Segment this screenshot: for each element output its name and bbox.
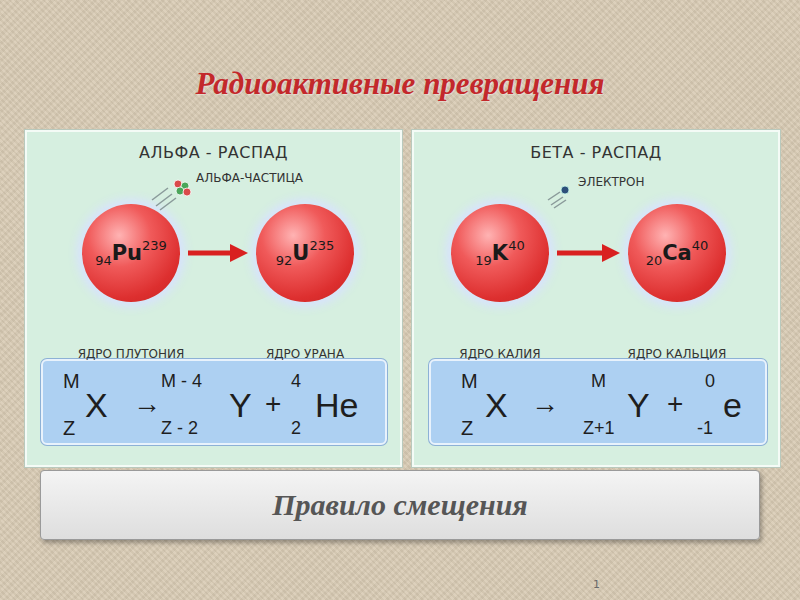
formula-part: Z bbox=[63, 418, 75, 438]
formula-part: e bbox=[723, 388, 742, 422]
mass-number: 235 bbox=[309, 238, 334, 253]
particle-label: ЭЛЕКТРОН bbox=[578, 175, 645, 189]
nucleus-circle: 20Ca40ЯДРО КАЛЬЦИЯ bbox=[628, 204, 726, 302]
formula-part: → bbox=[531, 390, 559, 418]
element-symbol: K bbox=[492, 241, 508, 265]
formula-part: → bbox=[133, 390, 161, 418]
atomic-number: 92 bbox=[276, 253, 293, 268]
formula-part: He bbox=[315, 388, 358, 422]
nucleus-circle: 92U235ЯДРО УРАНА bbox=[256, 204, 354, 302]
panel-heading: БЕТА - РАСПАД bbox=[414, 143, 778, 162]
formula-part: 2 bbox=[291, 419, 301, 437]
nucleus-label: ЯДРО КАЛЬЦИЯ bbox=[628, 347, 727, 361]
nucleus-circle: 94Pu239ЯДРО ПЛУТОНИЯ bbox=[82, 204, 180, 302]
rule-band: Правило смещения bbox=[40, 470, 760, 540]
formula-part: M bbox=[63, 371, 80, 391]
formula-part: 4 bbox=[291, 372, 301, 390]
slide-title: Радиоактивные превращения bbox=[0, 66, 800, 102]
formula-part: M bbox=[591, 372, 606, 390]
atomic-number: 20 bbox=[646, 253, 663, 268]
atomic-number: 94 bbox=[95, 253, 112, 268]
formula-part: X bbox=[85, 388, 108, 422]
formula-part: Z bbox=[461, 418, 473, 438]
decay-arrow bbox=[188, 244, 248, 262]
formula-part: 0 bbox=[705, 372, 715, 390]
atomic-number: 19 bbox=[475, 253, 492, 268]
panel-heading: АЛЬФА - РАСПАД bbox=[27, 143, 400, 162]
formula-part: Y bbox=[229, 388, 252, 422]
nucleus-label: ЯДРО КАЛИЯ bbox=[459, 347, 540, 361]
mass-number: 239 bbox=[142, 238, 167, 253]
nucleus-symbol: 92U235 bbox=[236, 204, 374, 302]
element-symbol: Ca bbox=[662, 241, 692, 265]
rule-text: Правило смещения bbox=[41, 471, 759, 539]
formula-part: + bbox=[667, 390, 683, 418]
slide-number: 1 bbox=[593, 578, 600, 591]
nucleus-label: ЯДРО ПЛУТОНИЯ bbox=[78, 347, 185, 361]
formula-part: Z+1 bbox=[583, 419, 615, 437]
decay-arrow bbox=[557, 244, 620, 262]
formula-part: Z - 2 bbox=[161, 419, 198, 437]
formula-part: M bbox=[461, 371, 478, 391]
particle-label: АЛЬФА-ЧАСТИЦА bbox=[196, 171, 303, 185]
formula-box: M ZX →M - 4 Z - 2 Y +4 2 He bbox=[41, 359, 387, 445]
formula-box: M ZX → M Z+1 Y +0 -1 e bbox=[429, 359, 767, 445]
mass-number: 40 bbox=[692, 238, 709, 253]
mass-number: 40 bbox=[508, 238, 525, 253]
nucleus-label: ЯДРО УРАНА bbox=[266, 347, 344, 361]
nucleus-circle: 19K40ЯДРО КАЛИЯ bbox=[451, 204, 549, 302]
formula-part: + bbox=[265, 390, 281, 418]
element-symbol: Pu bbox=[112, 241, 142, 265]
formula-part: M - 4 bbox=[161, 372, 202, 390]
formula-part: X bbox=[485, 388, 508, 422]
formula-part: -1 bbox=[697, 419, 713, 437]
formula-part: Y bbox=[627, 388, 650, 422]
nucleus-symbol: 94Pu239 bbox=[62, 204, 200, 302]
element-symbol: U bbox=[292, 241, 309, 265]
nucleus-symbol: 20Ca40 bbox=[608, 204, 746, 302]
nucleus-symbol: 19K40 bbox=[431, 204, 569, 302]
